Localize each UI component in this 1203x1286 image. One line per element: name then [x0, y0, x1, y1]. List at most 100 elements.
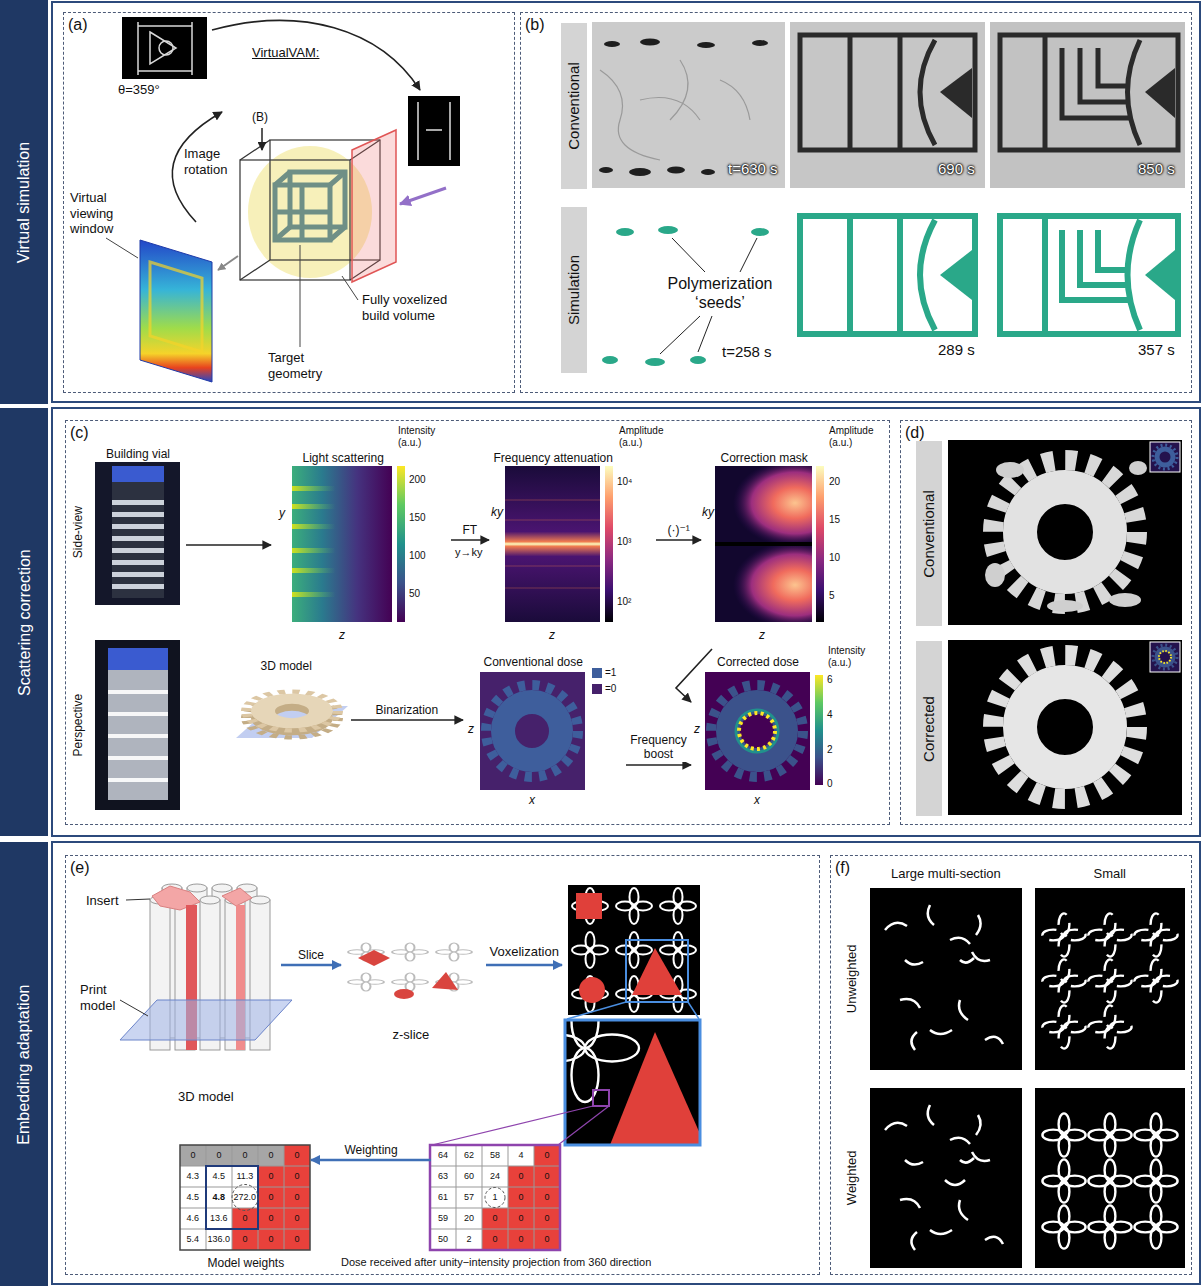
figure-shape	[990, 22, 1185, 188]
figure-shape	[993, 655, 1137, 799]
figure-shape	[52, 842, 1200, 1284]
panel-letter: (c)	[70, 423, 89, 442]
figure-shape	[232, 1185, 258, 1211]
projection-image	[122, 17, 207, 79]
panel-letter: (f)	[835, 858, 850, 877]
flow-arrow	[486, 964, 562, 967]
panel-letter: (b)	[525, 15, 545, 34]
panel-frame: (a)	[63, 12, 515, 393]
table-cell: 4.5	[187, 1192, 200, 1203]
figure-shape	[1000, 216, 1178, 334]
figure-shape	[1134, 1159, 1177, 1202]
figure-shape	[95, 640, 180, 810]
figure-label: ky	[491, 505, 503, 519]
vertical-label: Virtual simulation	[14, 141, 33, 263]
figure-shape	[733, 466, 812, 547]
figure-shape	[640, 39, 660, 46]
figure-shape	[1042, 1005, 1085, 1048]
figure-label: 690 s	[938, 160, 975, 178]
figure-shape	[816, 466, 824, 622]
figure-shape	[1134, 913, 1177, 956]
vertical-label: Conventional	[920, 490, 938, 578]
figure-shape	[284, 1145, 310, 1250]
figure-shape	[1088, 1005, 1131, 1048]
figure-shape	[108, 690, 168, 694]
figure-shape	[626, 940, 688, 1002]
figure-shape	[1020, 487, 1110, 577]
figure-shape	[1134, 913, 1177, 956]
panel-frame: (d)ConventionalCorrected	[900, 420, 1192, 825]
table-cell: 0	[217, 1150, 222, 1161]
figure-shape	[408, 96, 460, 166]
figure-shape	[885, 905, 1003, 1050]
figure-shape	[112, 524, 164, 529]
figure-label: 20	[829, 476, 840, 488]
figure-label: Unweighted	[843, 944, 859, 1013]
item-title: Dose received after unity−intensity proj…	[341, 1256, 651, 1269]
figure-shape	[1088, 1113, 1131, 1156]
figure-label: z	[549, 628, 555, 642]
row-tag: Conventional	[916, 441, 942, 626]
figure-shape	[645, 358, 665, 366]
item-title: Conventional dose	[484, 655, 583, 669]
edge-label: (·)⁻¹	[666, 523, 692, 537]
figure-shape	[180, 1145, 310, 1250]
edge-label: Binarization	[374, 703, 441, 717]
figure-shape	[1145, 250, 1175, 300]
figure-label: Perspective	[71, 694, 85, 757]
table-cell: 13.6	[210, 1213, 228, 1224]
figure-shape	[430, 1145, 560, 1250]
print-result	[1035, 888, 1185, 1070]
figure-label: 6	[827, 674, 833, 686]
figure-shape	[993, 460, 1137, 604]
figure-label: 200	[409, 474, 426, 486]
table-cell: 0	[493, 1234, 498, 1245]
printed-gear-photo	[948, 640, 1182, 815]
figure-shape	[394, 989, 414, 999]
table-cell: 0	[269, 1192, 274, 1203]
figure-shape	[579, 977, 605, 1003]
viewing-window-core	[150, 262, 202, 352]
table-cell: 0	[269, 1150, 274, 1161]
figure-shape	[108, 756, 168, 760]
figure-shape	[292, 504, 354, 509]
figure-shape	[348, 973, 384, 991]
table-cell: 0	[295, 1171, 300, 1182]
table-cell: 64	[438, 1150, 448, 1161]
figure-label: x	[754, 793, 760, 807]
figure-shape	[120, 1000, 292, 1040]
figure-shape	[940, 68, 972, 118]
figure-shape	[1109, 593, 1141, 607]
frequency-plot	[505, 466, 613, 622]
figure-label: 10²	[617, 596, 631, 608]
table-cell: 4	[519, 1150, 524, 1161]
figure-shape	[138, 22, 192, 75]
figure-shape	[1035, 888, 1185, 1070]
dose-table	[430, 1145, 560, 1250]
legend-text: =0	[605, 683, 616, 695]
figure-shape	[565, 1020, 700, 1145]
figure-label: 150	[409, 512, 426, 524]
table-cell: 20	[464, 1213, 474, 1224]
figure-shape	[850, 216, 935, 334]
edge-label: FT	[461, 523, 480, 537]
figure-shape	[206, 1166, 258, 1229]
figure-label: ky	[702, 505, 714, 519]
panel-letter: (e)	[70, 858, 90, 877]
figure-shape	[593, 1090, 609, 1106]
table-cell: 2	[467, 1234, 472, 1245]
figure-shape	[292, 466, 392, 622]
figure-shape	[263, 699, 321, 723]
figure-label: 289 s	[938, 341, 975, 359]
figure-shape	[850, 35, 935, 150]
figure-shape	[95, 462, 180, 605]
table-cell: 0	[243, 1150, 248, 1161]
table-cell: 0	[519, 1213, 524, 1224]
figure-shape	[432, 972, 458, 990]
figure-shape	[800, 216, 975, 334]
figure-shape	[1088, 959, 1131, 1002]
figure-shape	[1042, 1205, 1085, 1248]
figure-shape	[1042, 1205, 1085, 1248]
figure-shape	[52, 408, 1200, 836]
